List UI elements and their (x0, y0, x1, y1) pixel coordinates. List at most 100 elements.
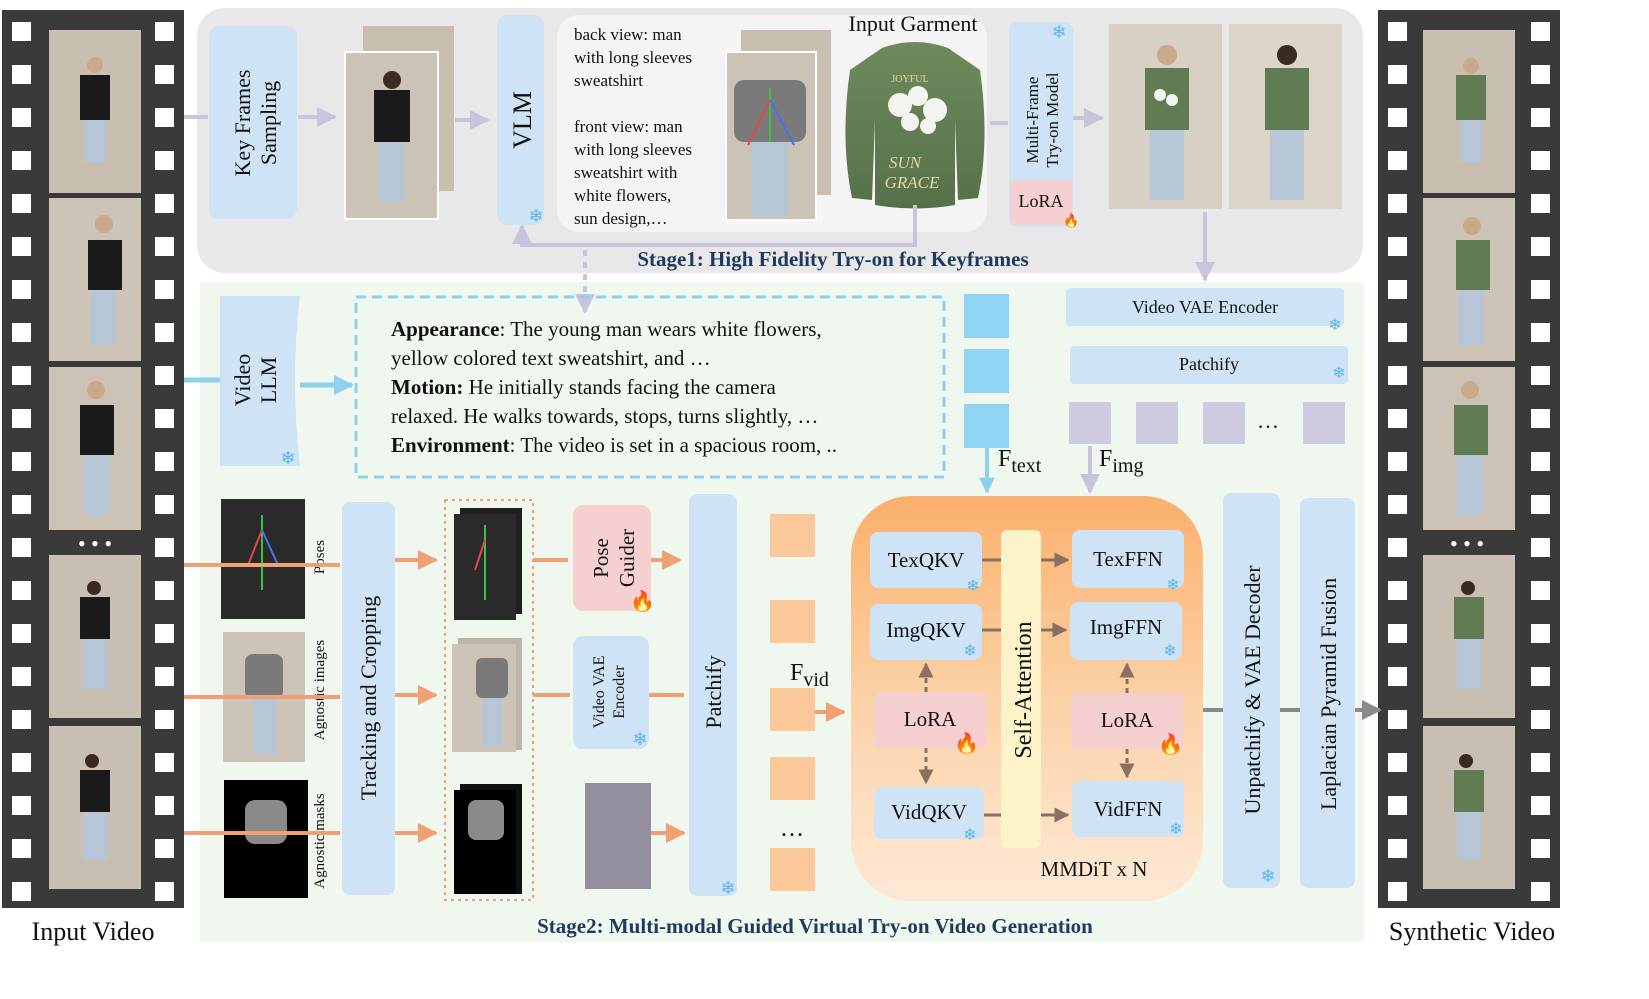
right-sprocket-hole (1388, 753, 1407, 772)
frozen-icon-vidffn: ❄ (1169, 821, 1182, 838)
left-sprocket-hole (155, 22, 174, 41)
video-llm-box (220, 296, 300, 466)
caption-motion-line2: relaxed. He walks towards, stops, turns … (391, 404, 818, 428)
unpatchify-decoder-box (1223, 493, 1280, 888)
right-sprocket-hole (1531, 280, 1550, 299)
keyframe-stack (344, 26, 454, 220)
vlm-description-text: back view: man with long sleeves sweatsh… (574, 25, 696, 228)
frozen-icon-texqkv: ❄ (966, 578, 979, 595)
film-holes-right (1388, 22, 1550, 901)
video-token-3 (770, 688, 815, 731)
input-frame-2 (49, 198, 141, 361)
video-token-4 (770, 757, 815, 800)
cropped-group-box (444, 499, 534, 901)
right-sprocket-hole (1388, 839, 1407, 858)
texffn-label: TexFFN (1093, 547, 1163, 571)
laplacian-fusion-label: Laplacian Pyramid Fusion (1316, 578, 1341, 810)
left-sprocket-hole (12, 581, 31, 600)
image-token-1 (1069, 402, 1111, 444)
synthetic-film-strip: • • • (1378, 10, 1560, 908)
patchify-vertical-box (689, 494, 737, 896)
vlm-label: VLM (508, 91, 537, 149)
video-token-2 (770, 600, 815, 643)
right-sprocket-hole (1531, 710, 1550, 729)
tryon-result-front (1109, 24, 1222, 209)
film-ellipsis-left: • • • (78, 531, 112, 556)
input-film-strip: • • • (2, 10, 184, 908)
trainable-icon-lora-left: 🔥 (954, 731, 979, 755)
left-sprocket-hole (12, 495, 31, 514)
left-sprocket-hole (12, 280, 31, 299)
left-sprocket-hole (155, 710, 174, 729)
input-garment-image: JOYFUL SUN GRACE (845, 42, 985, 209)
lora-left-label: LoRA (904, 707, 957, 731)
lora-right-label: LoRA (1101, 708, 1154, 732)
left-sprocket-hole (155, 495, 174, 514)
imgqkv-box (870, 604, 982, 660)
right-sprocket-hole (1388, 194, 1407, 213)
right-sprocket-hole (1388, 624, 1407, 643)
vidqkv-box (874, 787, 984, 839)
right-sprocket-hole (1531, 151, 1550, 170)
frozen-icon-unpatchify: ❄ (1260, 866, 1275, 886)
left-sprocket-hole (155, 108, 174, 127)
imgqkv-label: ImgQKV (886, 618, 965, 642)
right-sprocket-hole (1531, 882, 1550, 901)
tracking-cropping-box (342, 502, 395, 895)
imgffn-box (1070, 602, 1182, 660)
right-sprocket-hole (1388, 581, 1407, 600)
frozen-icon-video-llm: ❄ (280, 448, 295, 468)
right-sprocket-hole (1388, 495, 1407, 514)
stage1-lora-box (1010, 180, 1072, 225)
texffn-box (1072, 530, 1184, 588)
left-sprocket-hole (12, 108, 31, 127)
image-token-4 (1303, 402, 1345, 444)
texqkv-box (870, 532, 982, 588)
left-sprocket-hole (155, 280, 174, 299)
left-sprocket-hole (12, 409, 31, 428)
right-sprocket-hole (1388, 22, 1407, 41)
vidqkv-label: VidQKV (891, 800, 967, 824)
right-sprocket-hole (1388, 151, 1407, 170)
right-sprocket-hole (1531, 495, 1550, 514)
left-sprocket-hole (12, 796, 31, 815)
noise-latent (585, 783, 651, 889)
frozen-icon-vae-encoder: ❄ (1328, 317, 1341, 334)
texqkv-label: TexQKV (888, 548, 965, 572)
right-sprocket-hole (1531, 22, 1550, 41)
right-sprocket-hole (1531, 108, 1550, 127)
left-sprocket-hole (155, 839, 174, 858)
input-frame-4 (49, 555, 141, 718)
text-token-1 (964, 294, 1009, 338)
left-sprocket-hole (155, 624, 174, 643)
right-sprocket-hole (1388, 280, 1407, 299)
output-frame-4 (1423, 555, 1515, 718)
key-frames-sampling-label: Key FramesSampling (230, 70, 281, 177)
imgffn-label: ImgFFN (1090, 615, 1162, 639)
left-sprocket-hole (12, 624, 31, 643)
key-frames-sampling-box (209, 26, 297, 219)
left-sprocket-hole (155, 151, 174, 170)
mmdit-internal-arrows (918, 552, 1135, 823)
text-token-2 (964, 349, 1009, 393)
self-attention-label: Self-Attention (1011, 621, 1037, 758)
stage2-title: Stage2: Multi-modal Guided Virtual Try-o… (537, 914, 1093, 938)
right-sprocket-hole (1531, 538, 1550, 557)
frozen-icon-imgffn: ❄ (1163, 643, 1176, 660)
right-sprocket-hole (1531, 624, 1550, 643)
trainable-icon-lora-right: 🔥 (1158, 732, 1183, 756)
left-sprocket-hole (12, 538, 31, 557)
right-sprocket-hole (1531, 194, 1550, 213)
garment-print-top: JOYFUL (891, 74, 928, 85)
left-sprocket-hole (155, 667, 174, 686)
input-frame-5 (49, 726, 141, 889)
right-sprocket-hole (1388, 667, 1407, 686)
trainable-icon-pose-guider: 🔥 (630, 589, 655, 613)
frozen-icon-tryon: ❄ (1051, 22, 1066, 42)
right-sprocket-hole (1531, 65, 1550, 84)
caption-environment: Environment: The video is set in a spaci… (391, 433, 837, 457)
left-sprocket-hole (155, 753, 174, 772)
left-sprocket-hole (12, 882, 31, 901)
